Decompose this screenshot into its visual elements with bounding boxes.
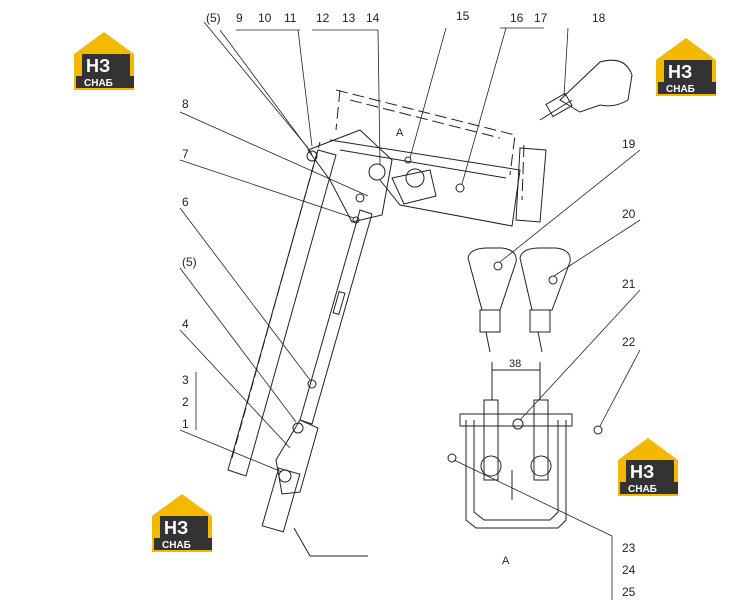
callout-3: 3 — [182, 373, 189, 387]
svg-text:НЗ: НЗ — [630, 462, 654, 482]
handle-18 — [539, 59, 633, 121]
svg-text:СНАБ: СНАБ — [162, 540, 191, 551]
callout-16: 16 — [510, 11, 524, 25]
callout-6: 6 — [182, 195, 189, 209]
svg-text:НЗ: НЗ — [668, 62, 692, 82]
view-label-bottom: A — [502, 555, 510, 567]
callout-5b: (5) — [182, 255, 197, 269]
callout-20: 20 — [622, 207, 636, 221]
callout-12: 12 — [316, 11, 330, 25]
callout-25: 25 — [622, 585, 636, 599]
callout-2: 2 — [182, 395, 189, 409]
callout-15: 15 — [456, 9, 470, 23]
callout-14: 14 — [366, 11, 380, 25]
callout-21: 21 — [622, 277, 636, 291]
callout-11: 11 — [284, 11, 297, 25]
callout-17: 17 — [534, 11, 548, 25]
callout-1: 1 — [182, 417, 189, 431]
svg-text:НЗ: НЗ — [86, 56, 110, 76]
callout-22: 22 — [622, 335, 636, 349]
callout-23: 23 — [622, 541, 636, 555]
callout-13: 13 — [342, 11, 356, 25]
callout-18: 18 — [592, 11, 606, 25]
dashed-guard — [335, 89, 525, 201]
svg-text:НЗ: НЗ — [164, 518, 188, 538]
leader-lines — [179, 21, 641, 600]
callout-24: 24 — [622, 563, 636, 577]
watermark-logo: НЗ СНАБ НЗ СНАБ НЗ СНАБ НЗ СНАБ — [74, 32, 716, 552]
svg-text:СНАБ: СНАБ — [666, 84, 695, 95]
callout-10: 10 — [258, 11, 272, 25]
arm-assembly — [329, 139, 547, 227]
view-label-top: A — [396, 127, 404, 139]
callout-4: 4 — [182, 317, 189, 331]
section-view-a — [447, 362, 603, 529]
callout-9: 9 — [236, 11, 243, 25]
callout-7: 7 — [182, 147, 189, 161]
callout-8: 8 — [182, 97, 189, 111]
main-lever — [227, 129, 393, 557]
knobs-19-20 — [467, 247, 571, 353]
svg-text:СНАБ: СНАБ — [628, 484, 657, 495]
callouts: (5) 9 10 11 12 13 14 15 16 17 18 8 7 6 (… — [182, 9, 636, 599]
svg-text:СНАБ: СНАБ — [84, 78, 113, 89]
callout-19: 19 — [622, 137, 636, 151]
dimension-38: 38 — [509, 358, 521, 370]
callout-5: (5) — [206, 11, 221, 25]
